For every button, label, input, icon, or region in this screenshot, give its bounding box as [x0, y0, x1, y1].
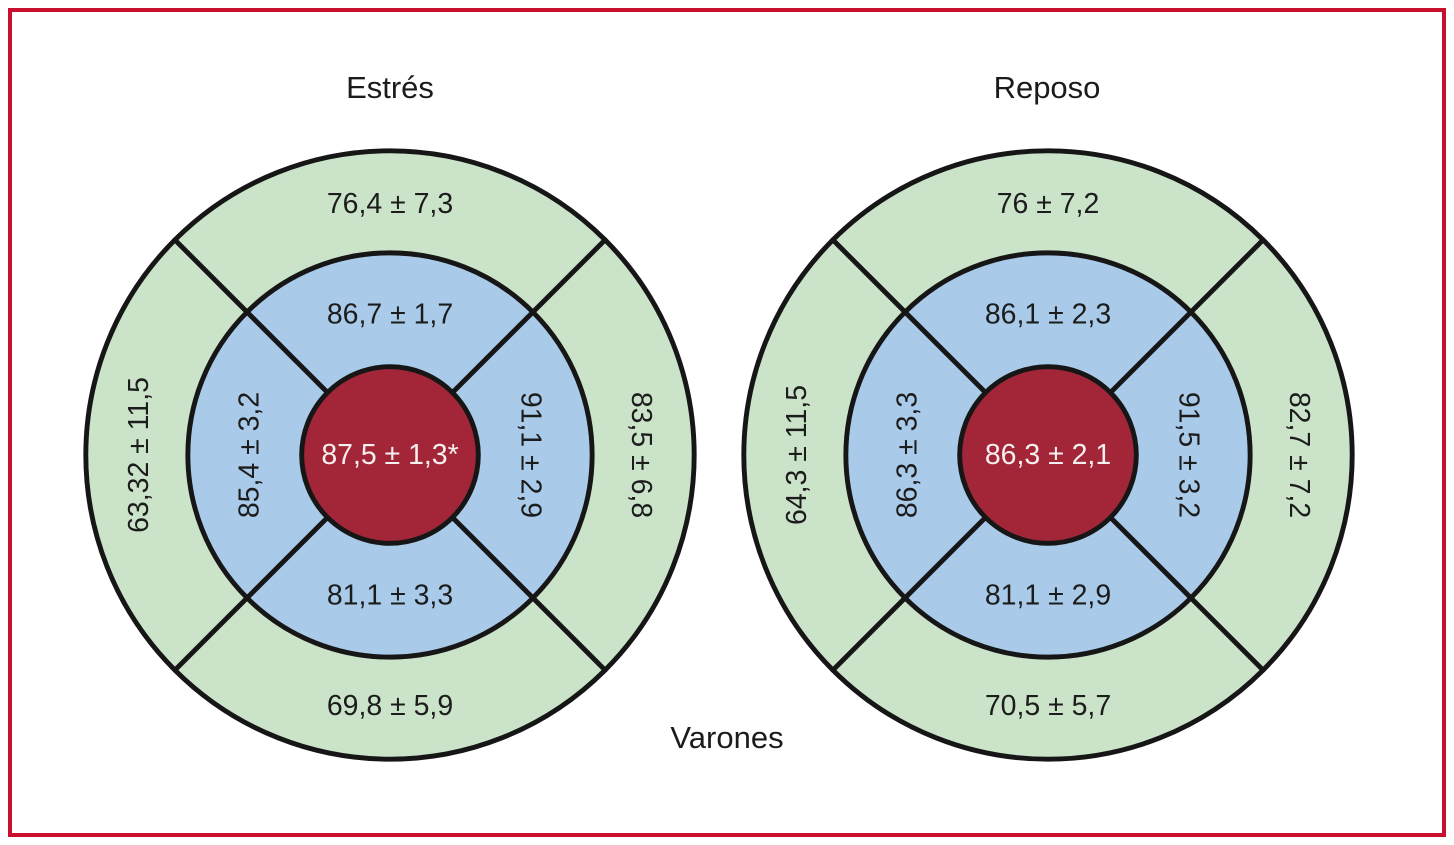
bullseye-chart-stress: 76,4 ± 7,3 83,5 ± 6,8 69,8 ± 5,9 63,32 ±…: [83, 148, 697, 762]
divider-nw: [830, 237, 987, 394]
value-outer-right: 83,5 ± 6,8: [625, 392, 657, 518]
value-middle-right: 91,1 ± 2,9: [514, 392, 546, 518]
value-middle-bottom: 81,1 ± 2,9: [985, 579, 1111, 611]
value-middle-right: 91,5 ± 3,2: [1172, 392, 1204, 518]
value-outer-top: 76 ± 7,2: [997, 188, 1100, 220]
value-middle-top: 86,1 ± 2,3: [985, 299, 1111, 331]
divider-se: [451, 516, 608, 673]
center-circle: [957, 364, 1139, 546]
center-circle: [299, 364, 481, 546]
bullseye-chart-rest: 76 ± 7,2 82,7 ± 7,2 70,5 ± 5,7 64,3 ± 11…: [741, 148, 1355, 762]
value-middle-left: 86,3 ± 3,3: [892, 392, 924, 518]
value-outer-left: 64,3 ± 11,5: [781, 385, 813, 525]
value-middle-left: 85,4 ± 3,2: [234, 392, 266, 518]
divider-sw: [830, 516, 987, 673]
group-label-varones: Varones: [670, 720, 784, 755]
chart-title-stress: Estrés: [346, 70, 434, 105]
divider-ne: [451, 237, 608, 394]
divider-sw: [172, 516, 329, 673]
divider-nw: [172, 237, 329, 394]
chart-title-rest: Reposo: [993, 70, 1101, 105]
value-outer-right: 82,7 ± 7,2: [1283, 392, 1315, 518]
value-center: 87,5 ± 1,3*: [321, 439, 458, 471]
value-outer-bottom: 70,5 ± 5,7: [985, 690, 1111, 722]
divider-ne: [1109, 237, 1266, 394]
value-outer-bottom: 69,8 ± 5,9: [327, 690, 453, 722]
value-outer-top: 76,4 ± 7,3: [327, 188, 453, 220]
value-middle-top: 86,7 ± 1,7: [327, 299, 453, 331]
value-middle-bottom: 81,1 ± 3,3: [327, 579, 453, 611]
value-center: 86,3 ± 2,1: [985, 439, 1111, 471]
value-outer-left: 63,32 ± 11,5: [123, 377, 155, 533]
divider-se: [1109, 516, 1266, 673]
